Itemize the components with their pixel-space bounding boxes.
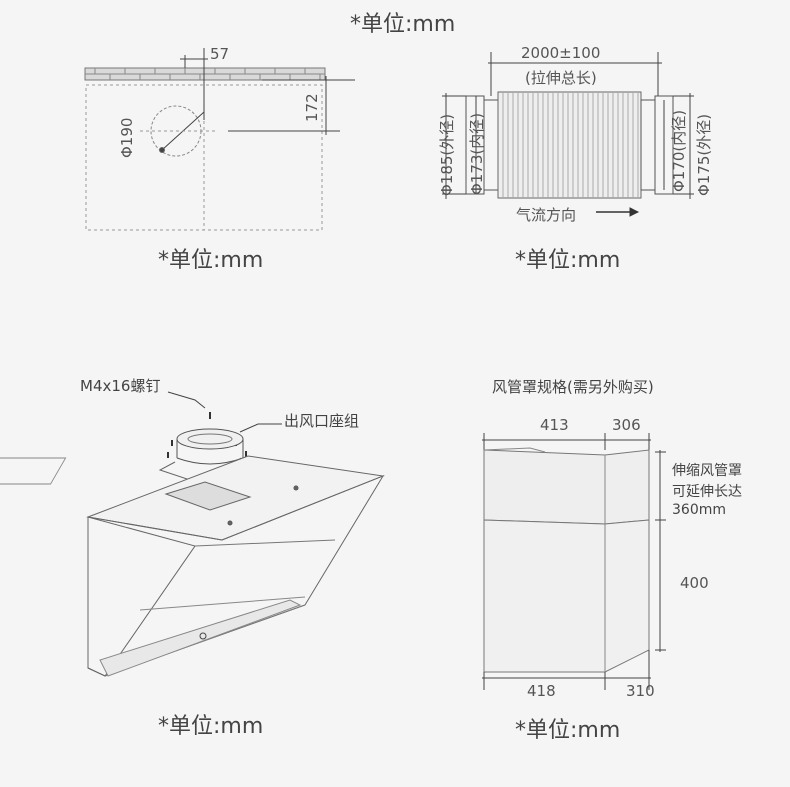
cover-top-width-label: 413: [540, 416, 569, 434]
duct-right-outer-label: Φ175(外径): [695, 113, 713, 196]
unit-label-duct: *单位:mm: [515, 248, 621, 273]
cover-bottom-width-label: 418: [527, 682, 556, 700]
airflow-label: 气流方向: [516, 206, 577, 224]
cover-extend-line2: 可延伸长达: [672, 484, 742, 500]
cover-title: 风管罩规格(需另外购买): [492, 378, 654, 396]
range-hood-drawing: [0, 391, 385, 677]
unit-label-hood: *单位:mm: [158, 714, 264, 739]
duct-left-outer-label: Φ185(外径): [438, 113, 456, 196]
duct-drawing: [442, 52, 694, 217]
cover-extend-line1: 伸缩风管罩: [672, 463, 742, 479]
corrugated-duct: [497, 91, 642, 199]
unit-label-top: *单位:mm: [350, 12, 456, 37]
duct-cover-drawing: [482, 433, 666, 690]
ceiling-height-label: 172: [303, 93, 321, 122]
ceiling-offset-label: 57: [210, 45, 230, 63]
screw-label: M4x16螺钉: [80, 377, 161, 395]
outlet-assembly-label: 出风口座组: [284, 412, 360, 430]
unit-label-ceiling: *单位:mm: [158, 248, 264, 273]
cover-extend-line3: 360mm: [672, 502, 726, 518]
outlet-collar: [176, 428, 244, 450]
ceiling-plan-drawing: [84, 48, 355, 231]
duct-length-label: 2000±100: [521, 44, 601, 62]
cover-upper-box: [483, 449, 650, 525]
unit-label-cover: *单位:mm: [515, 718, 621, 743]
duct-left-inner-label: Φ173(内径): [468, 112, 486, 195]
cover-top-depth-label: 306: [612, 416, 641, 434]
cover-lower-box: [483, 519, 650, 673]
ceiling-diameter-label: Φ190: [118, 117, 136, 158]
cover-height-label: 400: [680, 574, 709, 592]
duct-right-inner-label: Φ170(内径): [670, 109, 688, 192]
cover-bottom-depth-label: 310: [626, 682, 655, 700]
duct-length-note: (拉伸总长): [525, 69, 597, 87]
